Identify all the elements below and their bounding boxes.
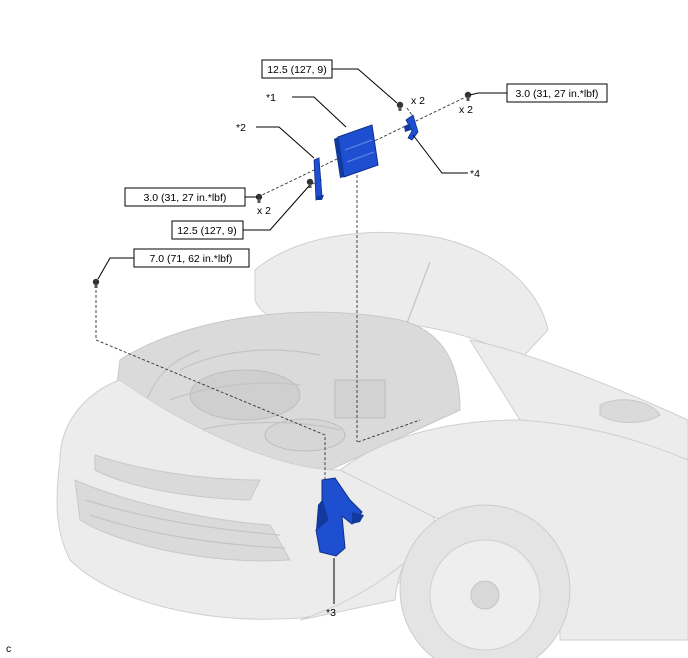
car-headlight <box>94 454 261 501</box>
car-illustration <box>56 232 688 658</box>
car-mirror <box>599 399 661 423</box>
part-1-ecu-plate[interactable] <box>334 124 379 178</box>
bolt-icon <box>396 101 404 111</box>
part-2-bracket[interactable] <box>313 157 324 201</box>
torque-label-t2: 3.0 (31, 27 in.*lbf) <box>506 83 608 103</box>
car-wheel-hub <box>470 580 500 610</box>
leader-lines <box>97 68 507 604</box>
part-callout-3: *3 <box>326 607 336 619</box>
part-3-bracket[interactable] <box>315 477 364 557</box>
car-grille <box>74 479 291 562</box>
part-callout-2: *2 <box>236 122 246 134</box>
quantity-label-q2: x 2 <box>459 104 473 116</box>
torque-label-t4: 12.5 (127, 9) <box>171 220 244 240</box>
torque-label-t1: 12.5 (127, 9) <box>261 59 333 79</box>
quantity-label-q3: x 2 <box>257 205 271 217</box>
figure-code: c <box>6 643 11 655</box>
svg-text:3.0 (31, 27 in.*lbf): 3.0 (31, 27 in.*lbf) <box>144 192 227 204</box>
engine-details <box>139 349 386 452</box>
bolt-icon <box>306 178 314 188</box>
torque-label-t5: 7.0 (71, 62 in.*lbf) <box>133 248 250 268</box>
car-a-pillar <box>468 339 688 461</box>
parts <box>313 114 419 557</box>
svg-text:3.0 (31, 27 in.*lbf): 3.0 (31, 27 in.*lbf) <box>516 88 599 100</box>
part-callout-1: *1 <box>266 92 276 104</box>
svg-text:12.5 (127, 9): 12.5 (127, 9) <box>177 225 237 237</box>
part-4-bracket[interactable] <box>404 114 419 141</box>
svg-text:12.5 (127, 9): 12.5 (127, 9) <box>267 64 327 76</box>
fasteners <box>92 91 472 288</box>
bolt-icon <box>464 91 472 101</box>
bolt-icon <box>255 193 263 203</box>
svg-text:7.0 (71, 62 in.*lbf): 7.0 (71, 62 in.*lbf) <box>150 253 233 265</box>
bolt-icon <box>92 278 100 288</box>
torque-label-t3: 3.0 (31, 27 in.*lbf) <box>124 187 246 207</box>
part-callout-4: *4 <box>470 168 480 180</box>
quantity-label-q1: x 2 <box>411 95 425 107</box>
